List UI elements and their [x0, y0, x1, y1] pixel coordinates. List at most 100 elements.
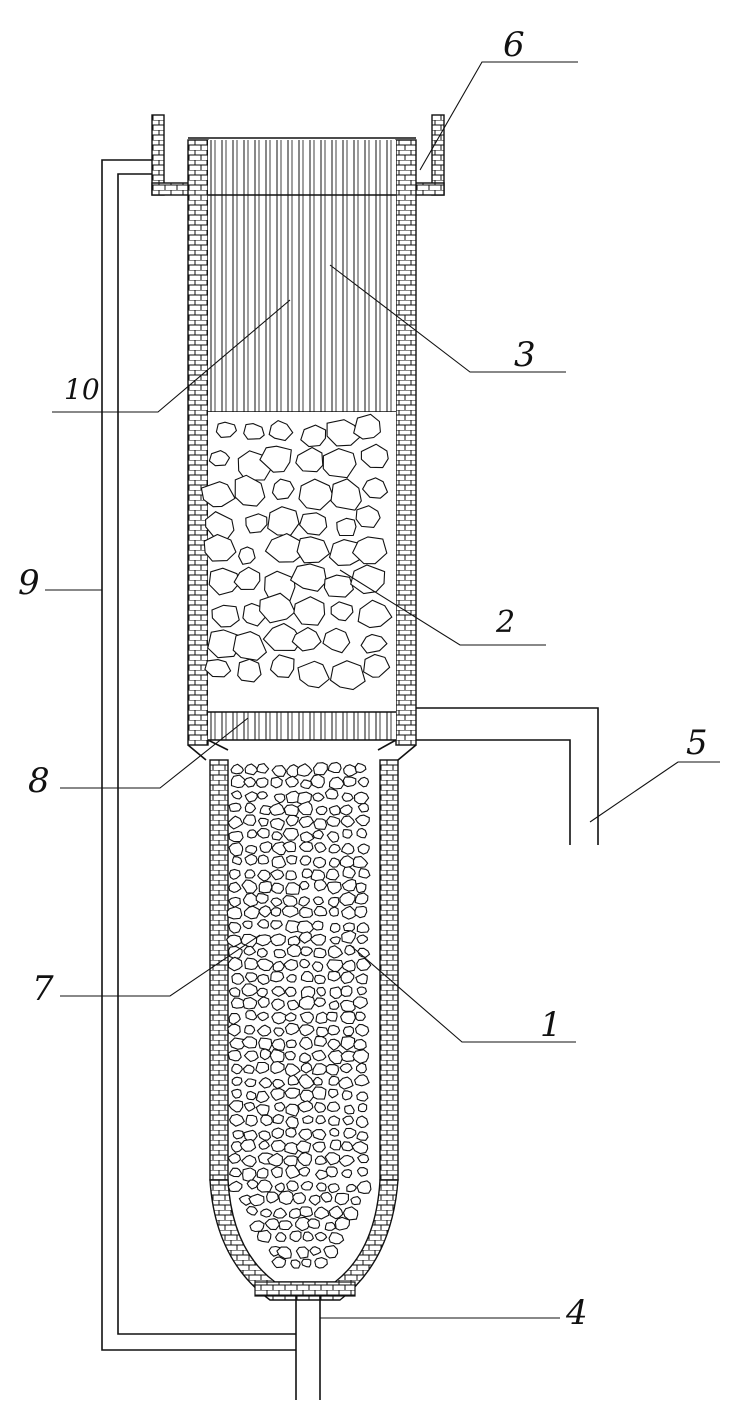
packing-stone — [314, 1101, 327, 1113]
packing-stone — [315, 1115, 327, 1125]
packing-stone — [324, 1152, 341, 1166]
packing-stone — [336, 517, 357, 537]
packing-stone — [227, 1023, 241, 1037]
packing-stone — [245, 1206, 259, 1216]
packing-stone — [313, 947, 327, 959]
packing-stone — [271, 882, 284, 894]
packing-stone — [289, 563, 328, 592]
packing-stone — [340, 1036, 356, 1051]
packing-stone — [339, 1063, 353, 1074]
packing-stone — [339, 804, 353, 816]
packing-stone — [255, 893, 269, 904]
packing-stone — [356, 1167, 369, 1177]
packing-stone — [282, 895, 298, 908]
packing-stone — [227, 815, 244, 830]
packing-stone — [339, 999, 356, 1012]
packing-stone — [299, 1011, 315, 1024]
packing-stone — [342, 922, 355, 932]
packing-stone — [270, 1139, 287, 1153]
packing-stone — [240, 1154, 257, 1168]
packing-stone — [301, 1258, 312, 1268]
packing-stone — [269, 654, 295, 678]
packing-stone — [243, 776, 257, 788]
packing-stone — [354, 905, 368, 919]
packing-stone — [330, 478, 362, 511]
label-7: 7 — [32, 969, 54, 1009]
side-outlet-pipe — [416, 707, 599, 845]
packing-stone — [315, 1011, 329, 1024]
packing-stone — [284, 1012, 297, 1022]
packing-stone — [276, 1246, 292, 1260]
packing-stone — [244, 853, 258, 866]
packing-stone — [271, 986, 286, 998]
packing-stone — [356, 1153, 370, 1164]
packing-stone — [311, 1049, 327, 1062]
packing-stone — [300, 1062, 313, 1074]
packing-stone — [286, 943, 303, 958]
packing-stone — [243, 423, 265, 440]
packing-stone — [231, 1076, 243, 1086]
packing-stone — [244, 791, 258, 803]
packing-stone — [329, 1127, 340, 1137]
packing-stone — [257, 869, 271, 882]
packing-stone — [298, 512, 328, 536]
packing-stone — [326, 419, 362, 447]
packing-stone — [284, 1022, 300, 1036]
packing-stone — [363, 653, 391, 678]
packing-stone — [358, 867, 371, 879]
packing-stone — [287, 1074, 300, 1086]
packing-stone — [343, 764, 358, 778]
packing-stone — [259, 841, 273, 853]
packing-stone — [242, 1167, 257, 1182]
packing-stone — [271, 831, 284, 841]
packing-stone — [326, 831, 340, 843]
packing-stone — [324, 788, 339, 800]
packing-stone — [256, 987, 268, 998]
packing-stone — [323, 574, 355, 598]
packing-stone — [296, 763, 313, 777]
packing-stone — [232, 856, 243, 866]
packing-stone — [297, 660, 330, 689]
packing-stone — [259, 805, 272, 816]
packing-stone — [316, 1026, 330, 1038]
packing-stone — [260, 1114, 273, 1127]
packing-stone — [232, 631, 268, 661]
packing-stone — [272, 1207, 288, 1219]
packing-stone — [325, 1011, 338, 1022]
packing-stone — [272, 1113, 284, 1124]
packing-stone — [271, 478, 295, 500]
packing-stone — [355, 882, 367, 894]
packing-stone — [353, 1074, 370, 1087]
packing-stone — [311, 1086, 327, 1100]
packing-stone — [232, 1130, 245, 1140]
packing-stone — [360, 443, 389, 469]
packing-stone — [289, 1230, 302, 1242]
packing-stone — [258, 1076, 273, 1089]
packing-stone — [352, 855, 369, 869]
packing-stone — [328, 843, 341, 854]
packing-stone — [249, 1220, 265, 1233]
packing-stone — [355, 505, 381, 528]
packing-stone — [244, 1024, 256, 1035]
packing-stone — [360, 633, 388, 654]
shell-transition — [187, 739, 417, 761]
packing-stone — [325, 868, 340, 881]
packing-stone — [270, 1060, 285, 1075]
tube-bundle — [208, 140, 396, 413]
packing-stone — [342, 829, 353, 839]
packing-stone — [340, 1141, 354, 1152]
packing-stone — [327, 945, 344, 959]
packing-stone — [355, 1062, 367, 1074]
packing-stone — [259, 445, 292, 473]
packing-stone — [269, 869, 285, 881]
packing-stone — [342, 1025, 355, 1037]
packing-stone — [361, 477, 389, 499]
packing-stone — [327, 761, 342, 774]
packing-stone — [255, 1104, 270, 1116]
lower-packing-bed — [226, 761, 372, 1269]
packing-stone — [285, 1039, 298, 1049]
packing-stone — [308, 1194, 321, 1206]
packing-stone — [256, 1024, 272, 1037]
packing-stone — [300, 424, 327, 448]
